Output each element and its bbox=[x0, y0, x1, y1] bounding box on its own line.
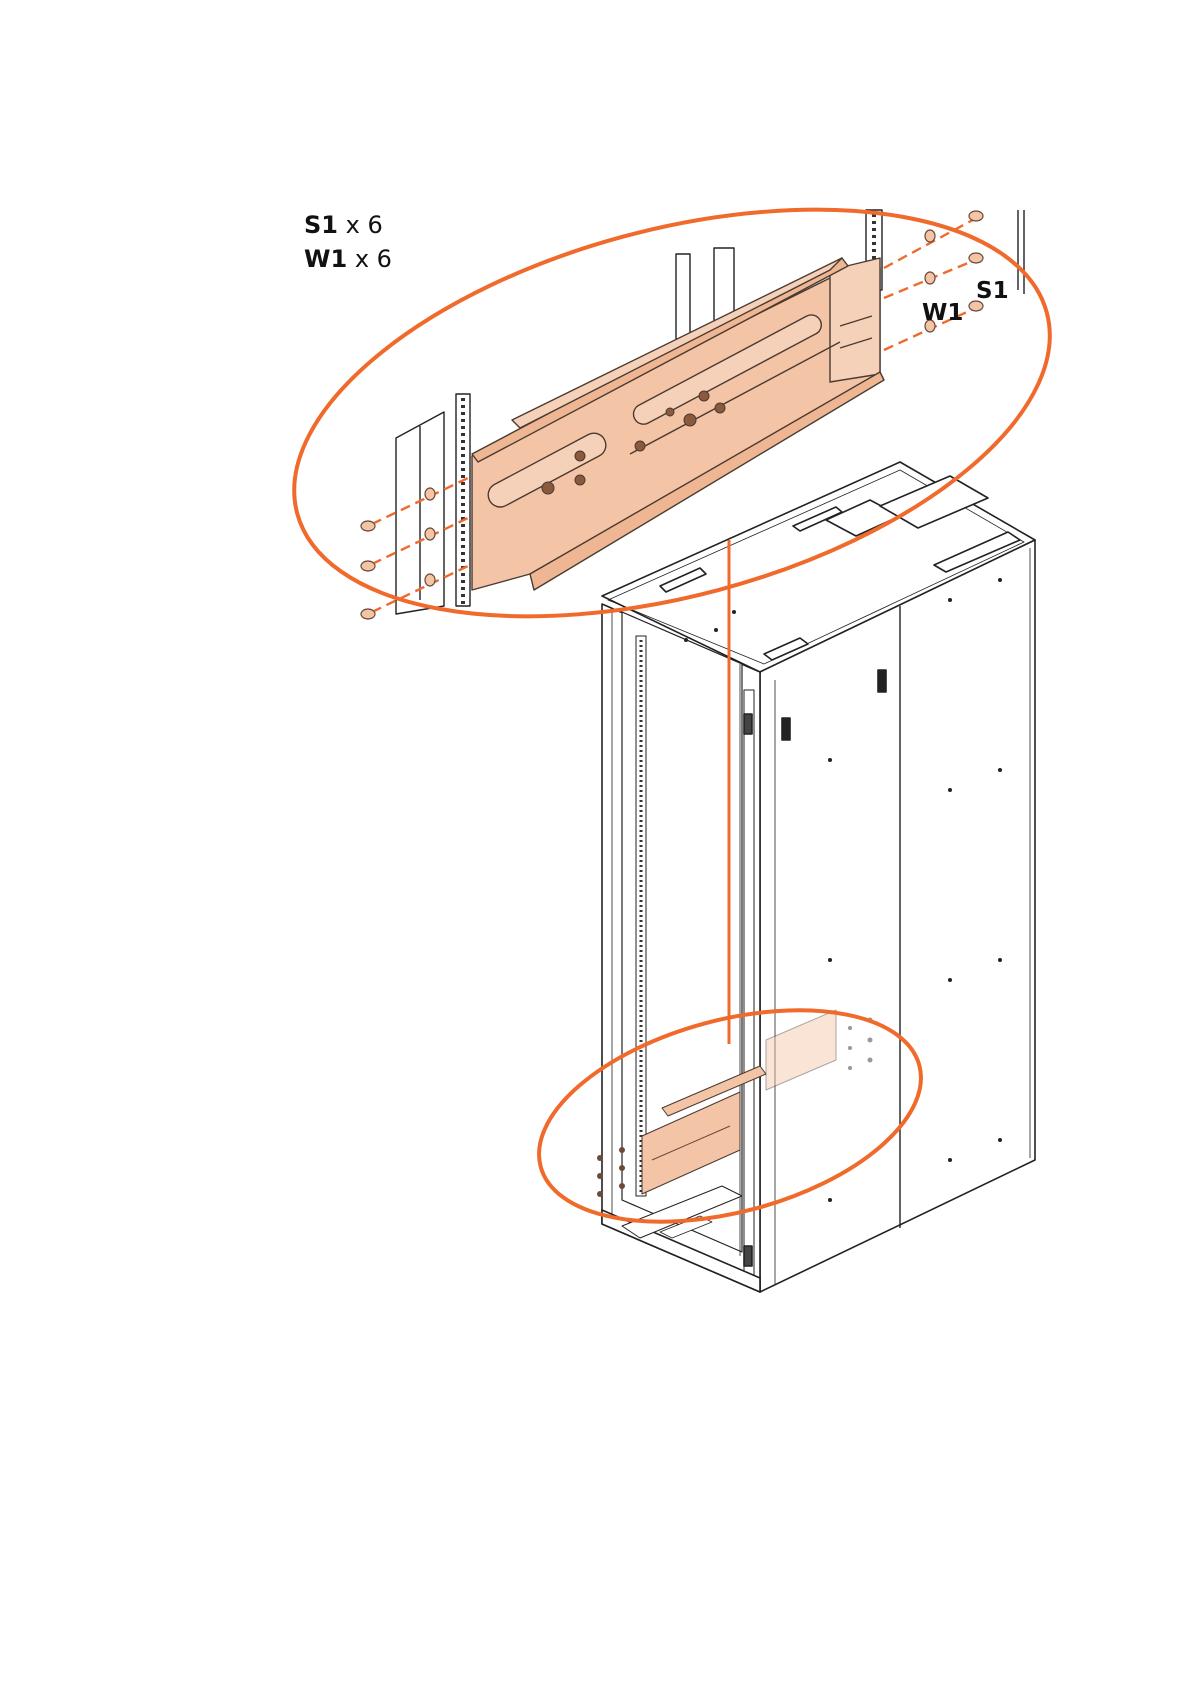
washer-callout: W1 bbox=[922, 300, 963, 326]
screw-callout: S1 bbox=[976, 278, 1009, 304]
part-code: S1 bbox=[304, 211, 338, 239]
part-qty: x 6 bbox=[355, 245, 392, 273]
part-code: W1 bbox=[304, 245, 347, 273]
part-qty: x 6 bbox=[346, 211, 383, 239]
parts-list-item: S1 x 6 bbox=[304, 208, 392, 242]
parts-list-item: W1 x 6 bbox=[304, 242, 392, 276]
parts-list: S1 x 6 W1 x 6 bbox=[304, 208, 392, 276]
